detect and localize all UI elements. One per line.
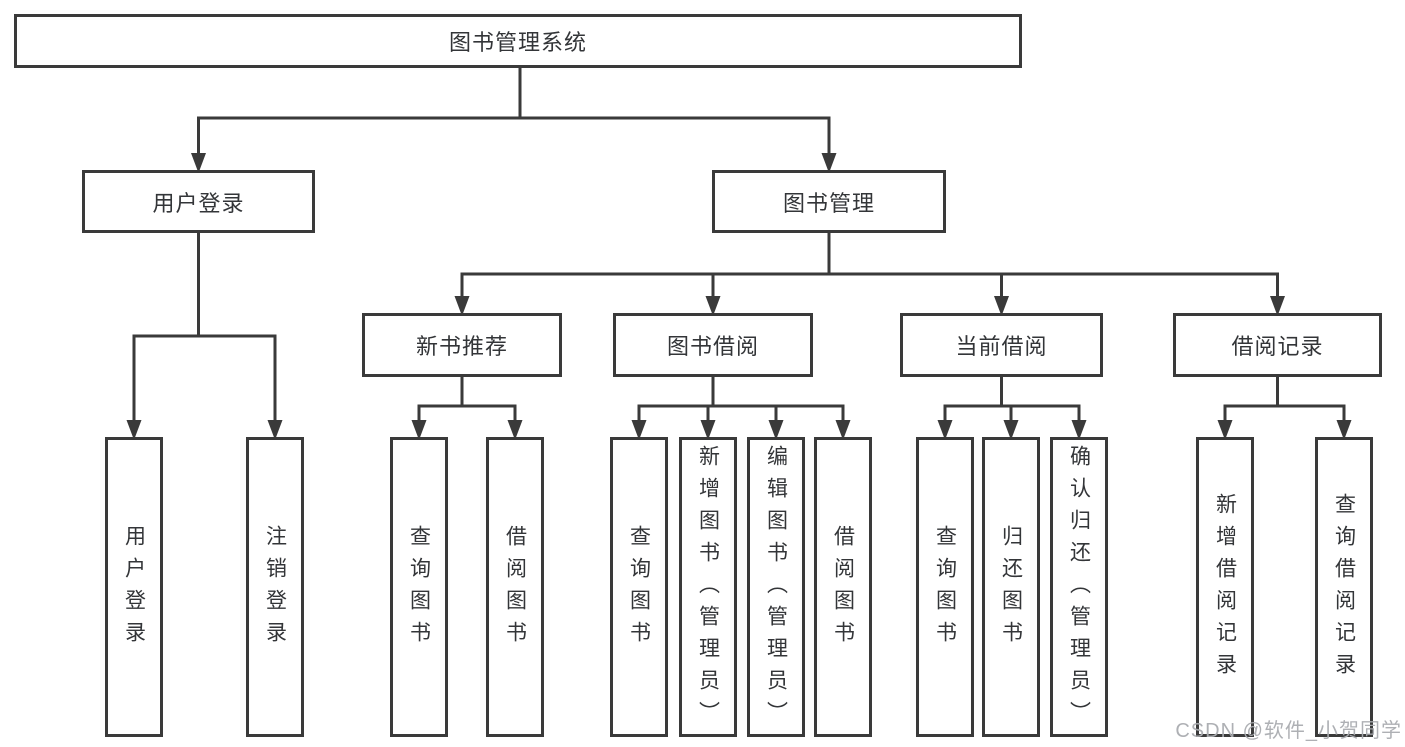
node-leaf-borrow-book-2: 借阅图书 xyxy=(814,437,872,737)
node-label: 编辑图书（管理员） xyxy=(764,445,788,733)
node-label: 图书管理 xyxy=(782,190,875,216)
node-label: 图书管理系统 xyxy=(448,30,587,55)
node-leaf-add-book: 新增图书（管理员） xyxy=(679,437,737,737)
node-label: 借阅图书 xyxy=(503,525,527,653)
node-label: 新增借阅记录 xyxy=(1213,493,1237,685)
node-book-borrow: 图书借阅 xyxy=(613,313,813,377)
node-label: 查询借阅记录 xyxy=(1332,493,1356,685)
node-label: 注销登录 xyxy=(263,525,287,653)
node-borrow-record: 借阅记录 xyxy=(1173,313,1382,377)
node-leaf-borrow-book-1: 借阅图书 xyxy=(486,437,544,737)
node-label: 新书推荐 xyxy=(415,334,508,359)
node-label: 查询图书 xyxy=(933,525,957,653)
node-leaf-edit-book: 编辑图书（管理员） xyxy=(747,437,805,737)
node-label: 用户登录 xyxy=(152,190,245,216)
node-label: 查询图书 xyxy=(627,525,651,653)
node-label: 借阅图书 xyxy=(831,525,855,653)
node-leaf-add-record: 新增借阅记录 xyxy=(1196,437,1254,737)
node-leaf-query-record: 查询借阅记录 xyxy=(1315,437,1373,737)
node-user-login: 用户登录 xyxy=(82,170,315,233)
node-leaf-query-book-3: 查询图书 xyxy=(916,437,974,737)
node-leaf-return-book: 归还图书 xyxy=(982,437,1040,737)
node-label: 归还图书 xyxy=(999,525,1023,653)
node-new-book-rec: 新书推荐 xyxy=(362,313,562,377)
node-label: 图书借阅 xyxy=(666,334,759,359)
node-root: 图书管理系统 xyxy=(14,14,1022,68)
node-leaf-logout: 注销登录 xyxy=(246,437,304,737)
node-leaf-query-book-1: 查询图书 xyxy=(390,437,448,737)
node-label: 用户登录 xyxy=(122,525,146,653)
node-label: 借阅记录 xyxy=(1231,334,1324,359)
node-leaf-confirm-return: 确认归还（管理员） xyxy=(1050,437,1108,737)
node-current-borrow: 当前借阅 xyxy=(900,313,1103,377)
node-label: 当前借阅 xyxy=(955,334,1048,359)
node-book-mgmt: 图书管理 xyxy=(712,170,946,233)
node-label: 查询图书 xyxy=(407,525,431,653)
csdn-watermark: CSDN @软件_小贺同学 xyxy=(1175,720,1402,742)
node-label: 确认归还（管理员） xyxy=(1067,445,1091,733)
node-label: 新增图书（管理员） xyxy=(696,445,720,733)
node-leaf-query-book-2: 查询图书 xyxy=(610,437,668,737)
node-leaf-user-login: 用户登录 xyxy=(105,437,163,737)
